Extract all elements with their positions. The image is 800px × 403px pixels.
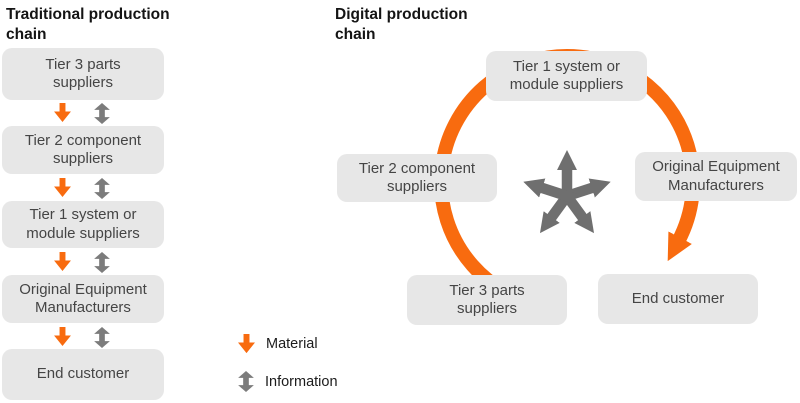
node-tier2-component-suppliers: Tier 2 component suppliers (2, 126, 164, 174)
node-tier3-parts-suppliers: Tier 3 parts suppliers (2, 48, 164, 100)
node-tier1-system-suppliers: Tier 1 system or module suppliers (2, 201, 164, 248)
information-arrow-icon (94, 178, 110, 199)
information-arrow-icon (238, 371, 254, 392)
node-tier1-system-suppliers-digital: Tier 1 system or module suppliers (486, 51, 647, 101)
legend-item-information: Information (238, 371, 338, 392)
node-end-customer-digital: End customer (598, 274, 758, 324)
information-arrow-icon (94, 103, 110, 124)
node-original-equipment-manufacturers-digital: Original Equipment Manufacturers (635, 152, 797, 201)
node-end-customer: End customer (2, 349, 164, 400)
node-tier3-parts-suppliers-digital: Tier 3 parts suppliers (407, 275, 567, 325)
information-arrow-icon (94, 327, 110, 348)
information-arrow-icon (94, 252, 110, 273)
digital-chain-title: Digital production chain (335, 6, 468, 44)
flow-arrows-3 (2, 252, 164, 273)
flow-arrows-2 (2, 178, 164, 199)
information-exchange-star-icon (523, 150, 611, 234)
legend-label-material: Material (266, 335, 318, 352)
material-arrow-icon (54, 327, 71, 346)
flow-arrows-4 (2, 327, 164, 348)
node-tier2-component-suppliers-digital: Tier 2 component suppliers (337, 154, 497, 202)
traditional-chain-title: Traditional production chain (6, 6, 170, 44)
legend-label-information: Information (265, 373, 338, 390)
node-original-equipment-manufacturers: Original Equipment Manufacturers (2, 275, 164, 323)
material-arrow-icon (54, 178, 71, 197)
material-arrow-icon (238, 333, 255, 354)
material-arrow-icon (54, 103, 71, 122)
material-arrow-icon (54, 252, 71, 271)
legend-item-material: Material (238, 333, 318, 354)
flow-arrows-1 (2, 103, 164, 124)
